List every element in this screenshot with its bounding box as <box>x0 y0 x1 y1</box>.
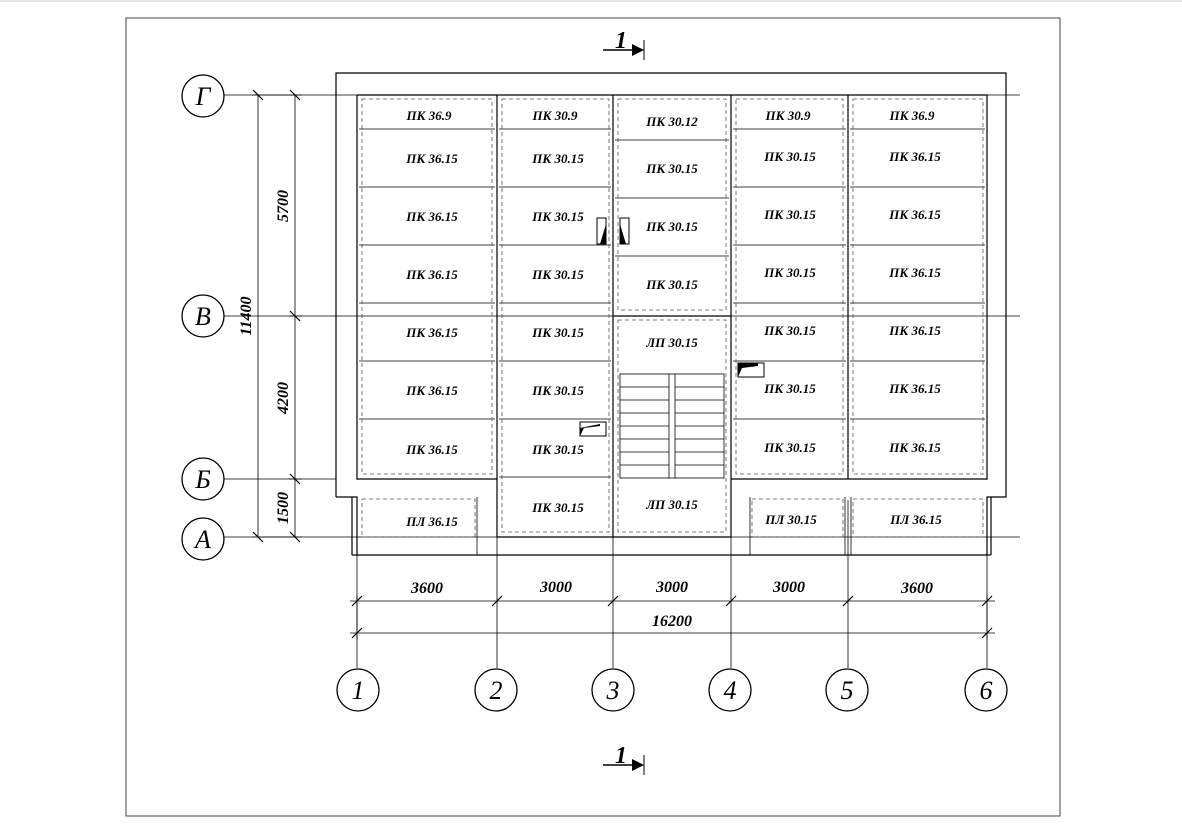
axis-label-v: В <box>195 302 211 331</box>
row-axis-markers: Г В Б А <box>181 74 225 561</box>
slab-label: ПК 30.15 <box>531 267 584 282</box>
building-outline <box>335 72 1007 556</box>
section-label-bottom: 1 <box>615 743 627 769</box>
axis-label-1: 1 <box>352 676 365 705</box>
landing-label-top: ЛП 30.15 <box>645 335 698 350</box>
slab-label: ПК 36.15 <box>405 325 458 340</box>
axis-label-5: 5 <box>841 676 854 705</box>
column-axis-markers: 1 2 3 4 5 6 <box>336 668 1008 712</box>
dim-11400: 11400 <box>238 296 255 335</box>
slab-label: ПК 36.15 <box>405 442 458 457</box>
dim-3000-c: 3000 <box>772 579 805 596</box>
landing-label-bottom: ЛП 30.15 <box>645 497 698 512</box>
slab-label: ПК 30.15 <box>763 207 816 222</box>
slab-label: ПК 30.15 <box>531 151 584 166</box>
dim-3000-b: 3000 <box>655 579 688 596</box>
axis-label-6: 6 <box>980 676 993 705</box>
section-label-top: 1 <box>615 28 627 54</box>
dim-3000-a: 3000 <box>539 579 572 596</box>
slab-label: ПК 30.15 <box>763 265 816 280</box>
left-dimensions: 5700 4200 1500 11400 <box>238 89 302 543</box>
axis-label-a: А <box>193 525 211 554</box>
slab-label: ПК 30.15 <box>645 219 698 234</box>
slab-label: ПК 36.15 <box>888 440 941 455</box>
slab-label: ПК 30.15 <box>763 323 816 338</box>
balcony-label-left: ПЛ 36.15 <box>405 514 458 529</box>
slab-divisions <box>359 128 985 555</box>
opening-marks <box>579 217 765 437</box>
slab-label: ПК 30.15 <box>763 440 816 455</box>
dim-3600-b: 3600 <box>900 580 933 597</box>
slab-label: ПК 30.9 <box>532 108 578 123</box>
slab-label: ПК 36.15 <box>888 381 941 396</box>
slab-label: ПК 36.15 <box>888 207 941 222</box>
slab-label: ПК 36.15 <box>405 209 458 224</box>
dim-3600-a: 3600 <box>410 580 443 597</box>
slab-label: ПК 30.12 <box>645 114 698 129</box>
bottom-dimensions: 3600 3000 3000 3000 3600 16200 <box>350 579 995 640</box>
slab-label: ПК 30.9 <box>765 108 811 123</box>
slab-label: ПК 36.15 <box>405 267 458 282</box>
axis-label-2: 2 <box>490 676 503 705</box>
dim-16200: 16200 <box>652 613 692 630</box>
dim-5700: 5700 <box>275 190 292 222</box>
slab-label: ПК 36.15 <box>888 149 941 164</box>
slab-label: ПК 30.15 <box>531 500 584 515</box>
slab-label: ПК 30.15 <box>645 161 698 176</box>
dim-1500: 1500 <box>275 492 292 524</box>
slab-dashed-contours <box>361 98 984 538</box>
dim-4200: 4200 <box>275 382 292 415</box>
axis-label-b: Б <box>194 465 210 494</box>
axis-label-4: 4 <box>724 676 737 705</box>
slab-label: ПК 30.15 <box>763 149 816 164</box>
slab-label: ПК 30.15 <box>645 277 698 292</box>
axis-label-g: Г <box>195 82 212 111</box>
balcony-label-right2: ПЛ 36.15 <box>889 512 942 527</box>
axis-label-3: 3 <box>606 676 620 705</box>
slab-labels: ПК 36.9 ПК 36.15 ПК 36.15 ПК 36.15 ПК 36… <box>405 108 942 529</box>
stair-flights <box>619 373 725 479</box>
slab-label: ПК 30.15 <box>531 442 584 457</box>
slab-label: ПК 36.15 <box>405 151 458 166</box>
slab-label: ПК 36.15 <box>888 265 941 280</box>
slab-label: ПК 36.9 <box>889 108 935 123</box>
slab-label: ПК 36.9 <box>406 108 452 123</box>
slab-label: ПК 30.15 <box>531 209 584 224</box>
slab-label: ПК 30.15 <box>531 383 584 398</box>
section-mark-top: 1 <box>603 28 645 60</box>
slab-label: ПК 30.15 <box>763 381 816 396</box>
sheet-frame <box>125 17 1061 817</box>
slab-label: ПК 36.15 <box>405 383 458 398</box>
section-mark-bottom: 1 <box>603 743 645 775</box>
slab-label: ПК 36.15 <box>888 323 941 338</box>
slab-label: ПК 30.15 <box>531 325 584 340</box>
balcony-label-right1: ПЛ 30.15 <box>764 512 817 527</box>
